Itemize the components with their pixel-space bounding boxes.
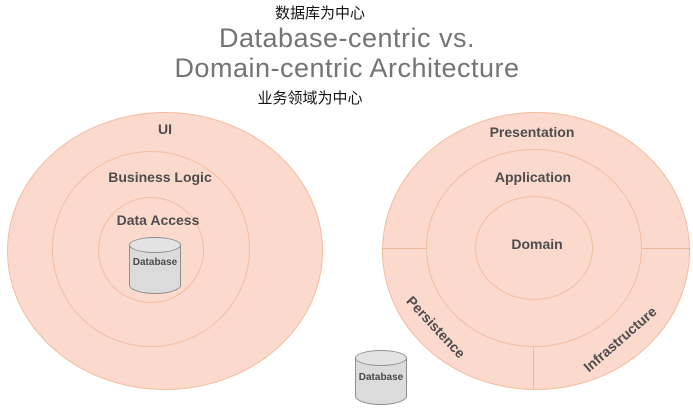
label-ui: UI <box>158 121 172 137</box>
segment-divider-bottom <box>533 347 534 390</box>
label-database-left: Database <box>132 257 178 268</box>
caption-domain-centric-zh: 业务领域为中心 <box>257 90 363 107</box>
label-domain: Domain <box>511 236 563 252</box>
left-middle-ring <box>52 151 250 347</box>
right-inner-ring <box>475 196 593 300</box>
segment-divider-right <box>642 248 690 249</box>
database-cylinder-icon: Database <box>129 237 181 294</box>
label-database-right: Database <box>358 372 404 383</box>
label-data-access: Data Access <box>116 212 200 228</box>
cylinder-top <box>129 237 181 253</box>
label-business-logic: Business Logic <box>108 169 212 185</box>
database-cylinder-icon: Database <box>355 350 407 405</box>
cylinder-body <box>129 245 181 294</box>
label-application: Application <box>494 169 572 185</box>
caption-database-centric-zh: 数据库为中心 <box>274 5 366 22</box>
left-inner-ring <box>98 197 204 303</box>
main-title-line-2: Domain-centric Architecture <box>174 53 520 83</box>
main-title-line-1: Database-centric vs. <box>218 23 476 53</box>
segment-divider-left <box>382 248 427 249</box>
label-presentation: Presentation <box>489 124 575 140</box>
cylinder-top <box>355 350 407 366</box>
